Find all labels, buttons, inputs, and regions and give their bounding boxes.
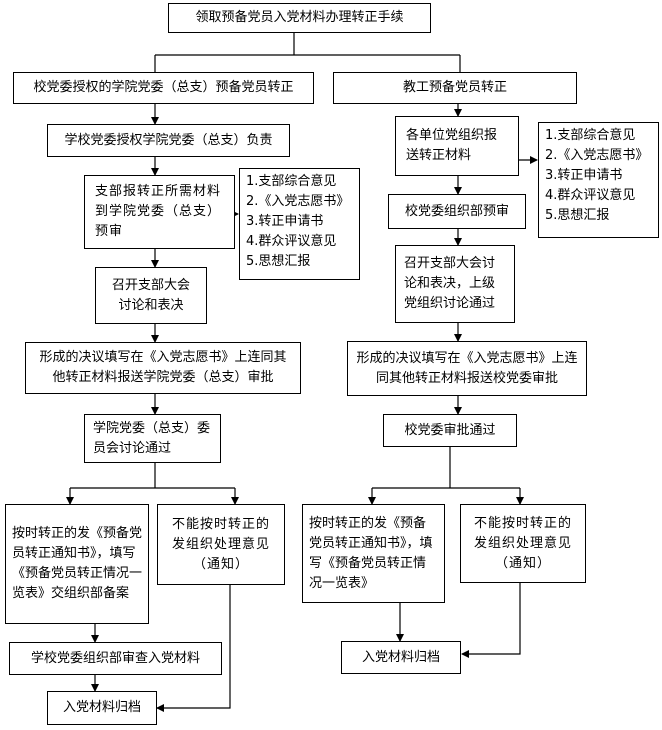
right-branch-title: 教工预备党员转正 bbox=[333, 72, 577, 104]
left-outcome-on-time: 按时转正的发《预备党员转正通知书》，填写《预备党员转正情况一览表》交组织部备案 bbox=[5, 504, 149, 624]
material-item: 2.《入党志愿书》 bbox=[246, 194, 350, 209]
right-step-preview: 校党委组织部预审 bbox=[388, 194, 526, 229]
left-step-resolution: 形成的决议填写在《入党志愿书》上连同其他转正材料报送学院党委（总支）审批 bbox=[25, 342, 301, 394]
material-item: 5.思想汇报 bbox=[246, 254, 311, 269]
right-outcome-on-time: 按时转正的发《预备党员转正通知书》，填写《预备党员转正情况一览表》 bbox=[302, 504, 445, 603]
material-item: 1.支部综合意见 bbox=[246, 174, 337, 189]
material-item: 1.支部综合意见 bbox=[545, 128, 636, 143]
material-item: 3.转正申请书 bbox=[545, 168, 623, 183]
right-step-approved: 校党委审批通过 bbox=[383, 414, 517, 447]
material-item: 4.群众评议意见 bbox=[545, 188, 636, 203]
right-outcome-not-on-time: 不能按时转正的发组织处理意见（通知） bbox=[460, 504, 586, 583]
left-outcome-not-on-time: 不能按时转正的发组织处理意见（通知） bbox=[157, 504, 285, 585]
left-step-submit-materials: 支部报转正所需材料到学院党委（总支）预审 bbox=[84, 175, 235, 249]
right-step-resolution: 形成的决议填写在《入党志愿书》上连同其他转正材料报送校党委审批 bbox=[347, 341, 587, 396]
arrow bbox=[461, 583, 521, 658]
split-line bbox=[154, 33, 461, 72]
right-step-branch-meeting: 召开支部大会讨论和表决，上级党组织讨论通过 bbox=[395, 245, 515, 323]
material-item: 5.思想汇报 bbox=[545, 208, 610, 223]
left-step-archive: 入党材料归档 bbox=[47, 691, 157, 725]
left-step-review-materials: 学校党委组织部审查入党材料 bbox=[9, 642, 222, 675]
left-step-branch-meeting: 召开支部大会讨论和表决 bbox=[95, 267, 207, 324]
left-materials-list: 1.支部综合意见 2.《入党志愿书》 3.转正申请书 4.群众评议意见 5.思想… bbox=[239, 168, 360, 280]
left-branch-title: 校党委授权的学院党委（总支）预备党员转正 bbox=[13, 72, 314, 104]
right-step-submit-materials: 各单位党组织报送转正材料 bbox=[395, 116, 519, 176]
left-step-committee-approve: 学院党委（总支）委员会讨论通过 bbox=[84, 414, 221, 463]
top-step: 领取预备党员入党材料办理转正手续 bbox=[168, 3, 431, 33]
material-item: 2.《入党志愿书》 bbox=[545, 148, 649, 163]
branch-line bbox=[372, 447, 520, 489]
material-item: 3.转正申请书 bbox=[246, 214, 324, 229]
right-materials-list: 1.支部综合意见 2.《入党志愿书》 3.转正申请书 4.群众评议意见 5.思想… bbox=[538, 122, 659, 238]
material-item: 4.群众评议意见 bbox=[246, 234, 337, 249]
branch-line bbox=[70, 463, 235, 489]
right-step-archive: 入党材料归档 bbox=[341, 641, 461, 674]
left-step-authorize: 学校党委授权学院党委（总支）负责 bbox=[47, 124, 290, 157]
arrow bbox=[156, 585, 231, 712]
